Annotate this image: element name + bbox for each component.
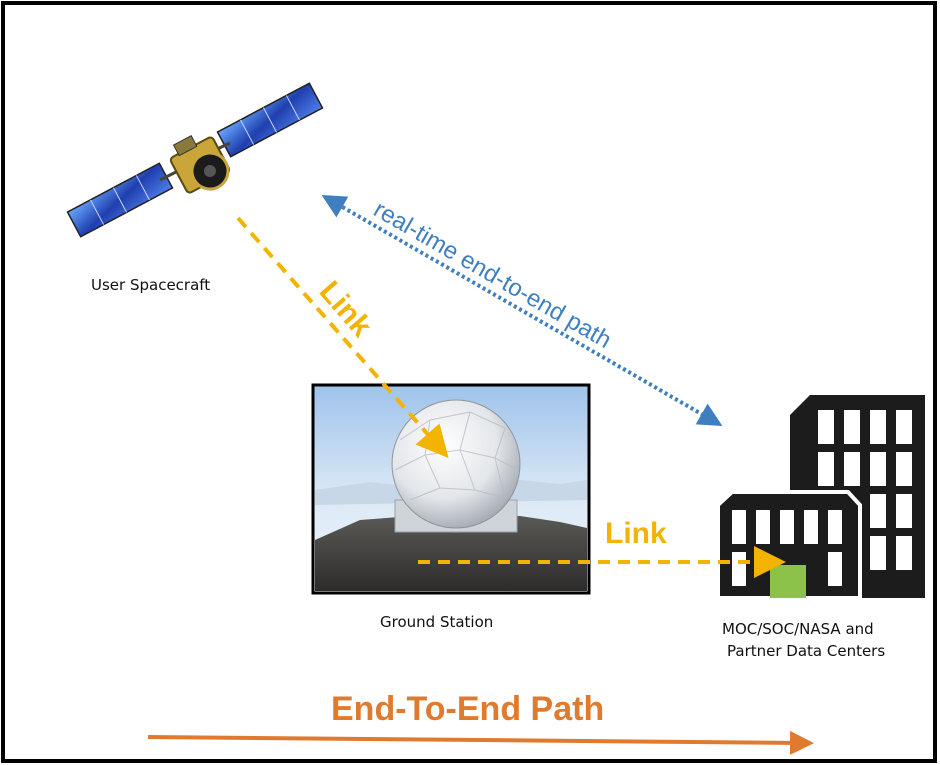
ground-station-label: Ground Station [380, 613, 494, 631]
link-label-space-ground: Link [313, 275, 379, 343]
spacecraft-label: User Spacecraft [91, 276, 211, 294]
data-center-label-line2: Partner Data Centers [727, 642, 886, 660]
building-icon [716, 395, 925, 600]
link-label-ground-center: Link [605, 517, 667, 550]
data-center-label-line1: MOC/SOC/NASA and [722, 620, 874, 638]
realtime-path-label: real-time end-to-end path [369, 196, 616, 354]
satellite-icon [66, 82, 324, 238]
realtime-path-arrow [321, 195, 723, 426]
end-to-end-title: End-To-End Path [331, 690, 605, 728]
end-to-end-arrow [147, 730, 814, 755]
